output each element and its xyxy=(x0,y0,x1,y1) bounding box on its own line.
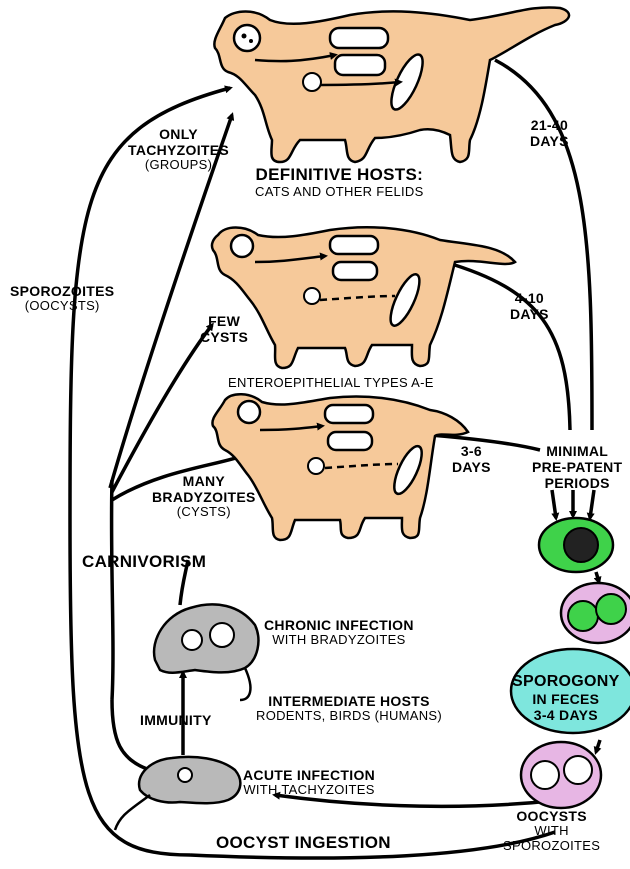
days-4-10-label: 4-10 DAYS xyxy=(510,290,549,322)
oocyst-unsporulated xyxy=(539,518,613,572)
days-21-40-label: 21-40 DAYS xyxy=(530,117,569,149)
oocyst-sporulating xyxy=(561,583,630,643)
oocyst-sporulated xyxy=(521,742,601,808)
intermediate-hosts-label: INTERMEDIATE HOSTS RODENTS, BIRDS (HUMAN… xyxy=(256,693,442,724)
carnivorism-line xyxy=(112,480,113,700)
cat-definitive-host-2 xyxy=(212,227,515,368)
sporozoites-label: SPOROZOITES (OOCYSTS) xyxy=(10,283,114,314)
cat-definitive-host-1 xyxy=(214,7,569,162)
acute-to-carnivorism xyxy=(112,700,150,770)
carnivorism-label: CARNIVORISM xyxy=(82,552,206,572)
only-tachyzoites-label: ONLY TACHYZOITES (GROUPS) xyxy=(128,126,229,173)
rodent-chronic-infection xyxy=(154,604,258,700)
days-4-10-curve xyxy=(445,262,570,430)
acute-infection-label: ACUTE INFECTION WITH TACHYZOITES xyxy=(243,767,375,798)
sporozoites-arrow xyxy=(70,88,230,855)
immunity-label: IMMUNITY xyxy=(140,712,212,728)
rodent-acute-infection xyxy=(115,757,240,830)
days-3-6-label: 3-6 DAYS xyxy=(452,443,491,475)
chronic-infection-label: CHRONIC INFECTION WITH BRADYZOITES xyxy=(264,617,414,648)
days-21-40-curve xyxy=(495,60,592,430)
many-bradyzoites-label: MANY BRADYZOITES (CYSTS) xyxy=(152,473,256,520)
definitive-hosts-label: DEFINITIVE HOSTS: CATS AND OTHER FELIDS xyxy=(255,165,424,199)
sporogony-label: SPOROGONY IN FECES 3-4 DAYS xyxy=(512,673,620,724)
oocyst-ingestion-label: OOCYST INGESTION xyxy=(216,833,391,853)
enteroepithelial-label: ENTEROEPITHELIAL TYPES A-E xyxy=(228,376,434,391)
oocysts-with-sporozoites-label: OOCYSTS WITH SPOROZOITES xyxy=(503,808,600,854)
few-cysts-label: FEW CYSTS xyxy=(200,313,248,345)
minimal-periods-label: MINIMAL PRE-PATENT PERIODS xyxy=(532,443,622,491)
